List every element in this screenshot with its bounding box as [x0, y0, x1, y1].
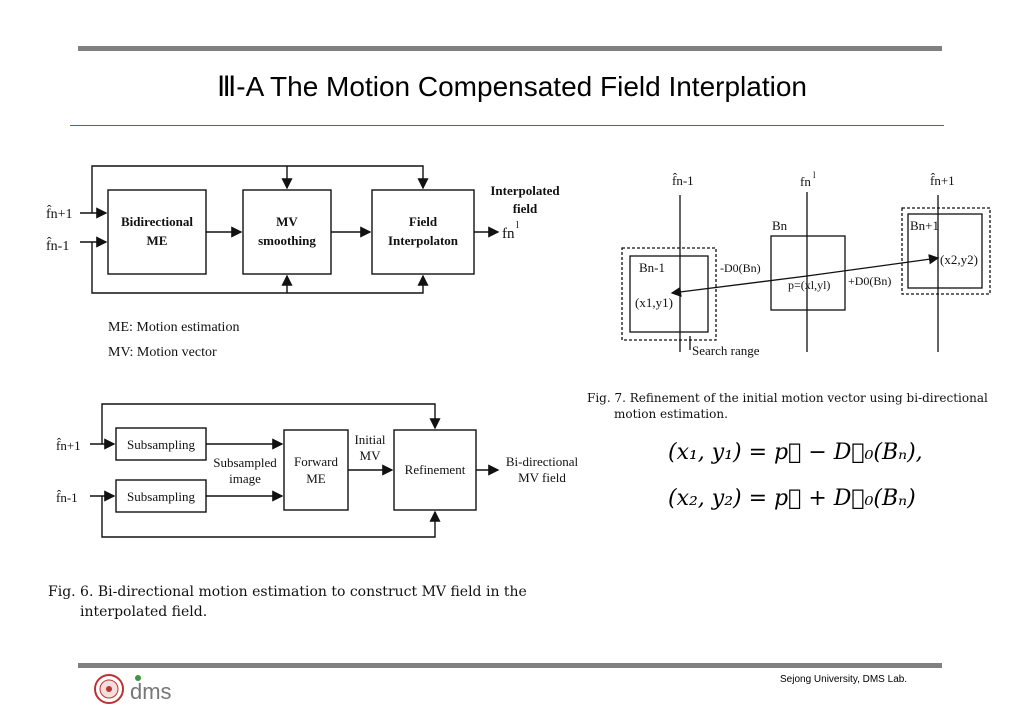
- bl-output-2: MV field: [518, 470, 566, 485]
- r-search-range: Search range: [692, 343, 760, 358]
- fig-bottom-left-labels: f̂n+1 f̂n-1 Subsampling Subsampling Subs…: [48, 432, 578, 620]
- tl-legend-me: ME: Motion estimation: [108, 320, 239, 335]
- title-underline: [70, 125, 944, 126]
- diagram-canvas: f̂n+1 f̂n-1 Bidirectional ME MV smoothin…: [46, 165, 991, 620]
- r-pt-right: (x2,y2): [940, 252, 978, 267]
- r-p-label: p=(xl,yl): [788, 278, 830, 292]
- r-b-right: Bn+1: [910, 218, 939, 233]
- tl-legend-mv: MV: Motion vector: [108, 345, 217, 360]
- tl-output-symbol: fn: [502, 226, 515, 242]
- logo-text: dms: [130, 679, 172, 704]
- tl-output-label-1: Interpolated: [490, 183, 560, 198]
- bl-subsampled-2: image: [229, 471, 261, 486]
- tl-box1-line1: Bidirectional: [121, 214, 193, 229]
- tl-input-top: f̂n+1: [46, 205, 73, 222]
- footer-text: Sejong University, DMS Lab.: [780, 674, 908, 685]
- tl-box3-line2: Interpolaton: [388, 233, 459, 248]
- bottom-rule: [78, 663, 942, 668]
- equation-1: (x₁, y₁) = p⃗ − D⃗₀(Bₙ),: [668, 440, 923, 465]
- fig-top-left: [80, 165, 500, 294]
- bl-input-top: f̂n+1: [56, 438, 81, 453]
- r-f-left: f̂n-1: [672, 173, 694, 188]
- tl-output-label-2: field: [513, 201, 538, 216]
- field-interpolation-box: [371, 189, 475, 275]
- block-right: [907, 213, 983, 289]
- top-rule: [78, 46, 942, 51]
- r-b-left: Bn-1: [639, 260, 665, 275]
- fig6-caption-2: interpolated field.: [80, 604, 207, 620]
- fig-right: [621, 192, 991, 352]
- bl-forward-1: Forward: [294, 454, 339, 469]
- tl-box3-line1: Field: [409, 214, 438, 229]
- tl-box1-line2: ME: [147, 233, 168, 248]
- tl-box2-line2: smoothing: [258, 233, 316, 248]
- bl-initial-2: MV: [360, 448, 382, 463]
- block-left: [629, 255, 709, 333]
- tl-output-sup: l: [516, 220, 519, 231]
- slide-title: Ⅲ-A The Motion Compensated Field Interpl…: [217, 71, 807, 102]
- block-mid: [770, 235, 846, 311]
- search-range-left: [621, 247, 717, 341]
- r-f-mid: fn: [800, 174, 811, 189]
- fig7-caption-2: motion estimation.: [614, 407, 728, 421]
- bl-output-1: Bi-directional: [506, 454, 579, 469]
- fig-top-left-labels: f̂n+1 f̂n-1 Bidirectional ME MV smoothin…: [46, 183, 560, 360]
- forward-me-box: [283, 429, 349, 511]
- bl-forward-2: ME: [306, 471, 326, 486]
- r-f-right: f̂n+1: [930, 173, 955, 188]
- r-b-mid: Bn: [772, 218, 788, 233]
- mv-smoothing-box: [242, 189, 332, 275]
- r-f-mid-sup: l: [813, 170, 816, 180]
- fig-bottom-left: [90, 403, 500, 538]
- r-pos-d: +D0(Bn): [848, 274, 891, 288]
- fig6-caption-1: Fig. 6. Bi-directional motion estimation…: [48, 584, 527, 600]
- tl-box2-line1: MV: [276, 214, 298, 229]
- search-range-right: [901, 207, 991, 295]
- tl-input-bottom: f̂n-1: [46, 237, 69, 254]
- equation-2: (x₂, y₂) = p⃗ + D⃗₀(Bₙ): [668, 486, 916, 511]
- bl-subsampling-bottom: Subsampling: [127, 489, 195, 504]
- bl-refinement: Refinement: [405, 462, 466, 477]
- bidirectional-me-box: [107, 189, 207, 275]
- fig-right-labels: f̂n-1 fn l f̂n+1 Bn-1 Bn Bn+1 (x1,y1) (x…: [587, 170, 988, 421]
- dms-logo: dms: [94, 674, 172, 704]
- bl-input-bottom: f̂n-1: [56, 490, 78, 505]
- r-pt-left: (x1,y1): [635, 295, 673, 310]
- bl-subsampled-1: Subsampled: [213, 455, 277, 470]
- bl-initial-1: Initial: [354, 432, 385, 447]
- bl-subsampling-top: Subsampling: [127, 437, 195, 452]
- r-neg-d: -D0(Bn): [720, 261, 761, 275]
- fig7-caption-1: Fig. 7. Refinement of the initial motion…: [587, 391, 988, 405]
